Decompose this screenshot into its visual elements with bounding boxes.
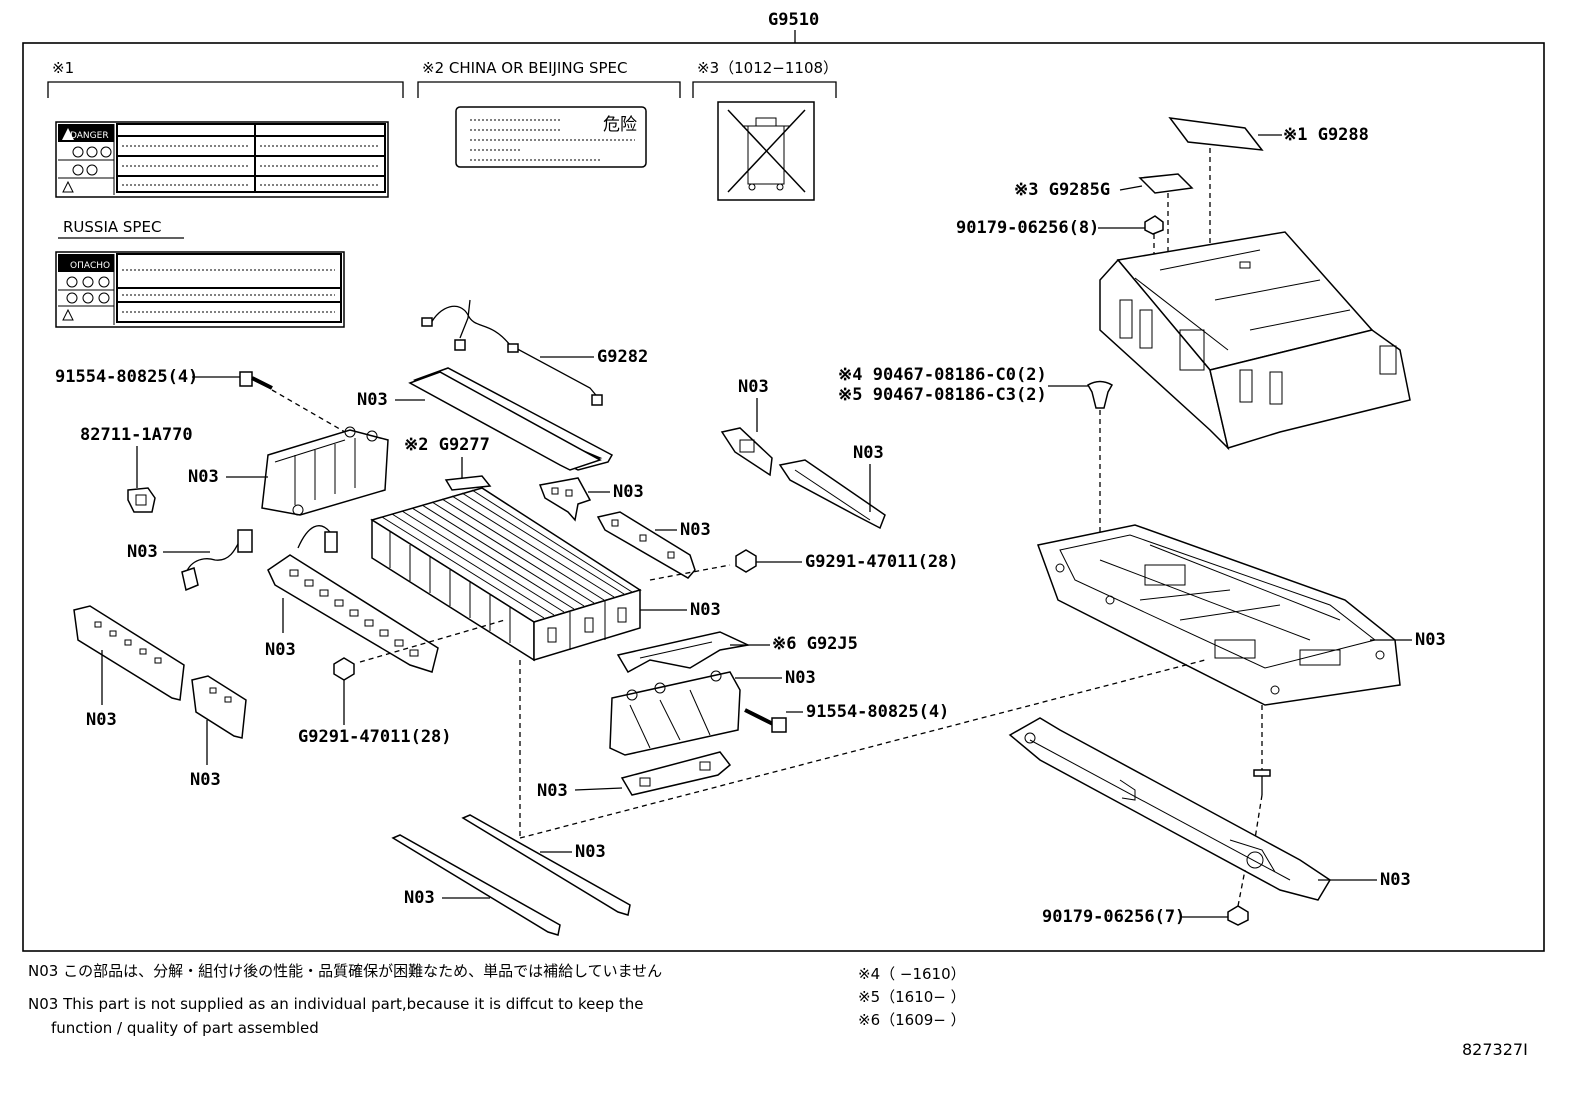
bracket-front[interactable] [609, 670, 741, 756]
bus-bar-1[interactable] [538, 477, 592, 522]
danger-word-cn: 危险 [603, 115, 637, 135]
bus-bar-module-left[interactable] [267, 525, 439, 673]
callout-n03-tray[interactable]: N03 [1415, 630, 1446, 650]
section-1-label: ※1 [52, 59, 74, 77]
wire-harness-g9282[interactable] [421, 299, 603, 406]
callout-bolt-91554-top[interactable]: 91554-80825(4) [55, 367, 198, 387]
callout-n03-bracket-right[interactable]: N03 [738, 377, 769, 397]
callout-n03-small-left[interactable]: N03 [86, 710, 117, 730]
nut-90179-bottom[interactable] [1227, 905, 1249, 926]
illustration-id: 827327I [1462, 1040, 1528, 1059]
nut-g9291-right[interactable] [735, 549, 757, 573]
callout-n03-cable[interactable]: N03 [127, 542, 158, 562]
note-english-line1: N03 This part is not supplied as an indi… [28, 995, 644, 1013]
callout-g9277[interactable]: ※2 G9277 [404, 435, 490, 455]
callout-g9291-right[interactable]: G9291-47011(28) [805, 552, 959, 572]
battery-upper-cover[interactable] [1099, 231, 1411, 451]
bolt-91554-top[interactable] [239, 371, 273, 390]
rod-2[interactable] [391, 834, 561, 936]
callout-g9291-left[interactable]: G9291-47011(28) [298, 727, 452, 747]
bolt-91554-bottom[interactable] [744, 708, 787, 733]
callout-82711[interactable]: 82711-1A770 [80, 425, 193, 445]
bus-bar-2[interactable] [596, 511, 696, 579]
callout-n03-endplate[interactable]: N03 [188, 467, 219, 487]
callout-g9288[interactable]: ※1 G9288 [1283, 125, 1369, 145]
danger-word: DANGER [70, 131, 109, 141]
battery-cell-stack[interactable] [370, 487, 642, 662]
sticker-g9285g[interactable] [1138, 173, 1194, 194]
callout-n03-bracket-front[interactable]: N03 [785, 668, 816, 688]
note-spec-4: ※4（ −1610） [858, 965, 966, 983]
callout-g9282[interactable]: G9282 [597, 347, 648, 367]
callout-n03-bus1[interactable]: N03 [613, 482, 644, 502]
callout-g92j5[interactable]: ※6 G92J5 [772, 634, 858, 654]
assembly-code[interactable]: G9510 [768, 10, 819, 30]
bracket-low[interactable] [620, 751, 732, 796]
rod-1[interactable] [461, 814, 631, 916]
clip-82711[interactable] [127, 487, 156, 513]
module-cover-left-2[interactable] [191, 675, 247, 739]
sticker-g9277[interactable] [444, 475, 492, 491]
callout-bolt-91554-bottom[interactable]: 91554-80825(4) [806, 702, 949, 722]
nut-g9291-left[interactable] [333, 657, 355, 681]
bolt-small-tray[interactable] [1253, 769, 1271, 795]
callout-n03-rod2[interactable]: N03 [404, 888, 435, 908]
callout-n03-small-left2[interactable]: N03 [190, 770, 221, 790]
module-cover-left-1[interactable] [73, 605, 185, 701]
bracket-upper-right-1[interactable] [720, 427, 773, 477]
nut-90179-top[interactable] [1144, 215, 1164, 235]
note-spec-6: ※6（1609− ） [858, 1011, 966, 1029]
recycle-bin-label[interactable] [717, 101, 815, 201]
callout-nut-90179-7[interactable]: 90179-06256(7) [1042, 907, 1185, 927]
callout-n03-bus2[interactable]: N03 [680, 520, 711, 540]
callout-clip-90467-c0[interactable]: ※4 90467-08186-C0(2) [838, 365, 1047, 385]
section-2-label: ※2 CHINA OR BEIJING SPEC [422, 59, 627, 77]
battery-lower-tray[interactable] [1036, 524, 1401, 706]
cable-assembly[interactable] [181, 529, 253, 592]
spacer-g92j5[interactable] [616, 631, 751, 674]
callout-n03-frame[interactable]: N03 [1380, 870, 1411, 890]
callout-n03-bus-left[interactable]: N03 [265, 640, 296, 660]
danger-word-ru: ОПАСНО [70, 261, 110, 271]
callout-g9285g[interactable]: ※3 G9285G [1014, 180, 1110, 200]
callout-n03-cellstack[interactable]: N03 [690, 600, 721, 620]
callout-n03-bracket-low[interactable]: N03 [537, 781, 568, 801]
warning-label-standard[interactable]: DANGER [55, 121, 389, 198]
sticker-g9288[interactable] [1168, 117, 1264, 151]
diagram-frame [22, 42, 1545, 952]
callout-n03-strap-top[interactable]: N03 [357, 390, 388, 410]
battery-frame-bracket[interactable] [1008, 717, 1332, 901]
russia-spec-label: RUSSIA SPEC [63, 218, 161, 236]
end-plate-left[interactable] [261, 426, 389, 516]
callout-n03-rod1[interactable]: N03 [575, 842, 606, 862]
warning-label-russia[interactable]: ОПАСНО [55, 251, 345, 328]
clip-90467[interactable] [1086, 380, 1114, 409]
callout-n03-bracket-right2[interactable]: N03 [853, 443, 884, 463]
section-3-label: ※3（1012−1108） [697, 59, 838, 77]
callout-nut-90179-8[interactable]: 90179-06256(8) [956, 218, 1099, 238]
callout-clip-90467-c3[interactable]: ※5 90467-08186-C3(2) [838, 385, 1047, 405]
note-spec-5: ※5（1610− ） [858, 988, 966, 1006]
bracket-upper-right-2[interactable] [778, 459, 886, 530]
note-japanese: N03 この部品は、分解・組付け後の性能・品質確保が困難なため、単品では補給して… [28, 962, 663, 980]
tie-strap-top[interactable] [408, 367, 614, 471]
warning-label-china[interactable]: 危险 [455, 106, 647, 168]
note-english-line2: function / quality of part assembled [51, 1019, 319, 1037]
